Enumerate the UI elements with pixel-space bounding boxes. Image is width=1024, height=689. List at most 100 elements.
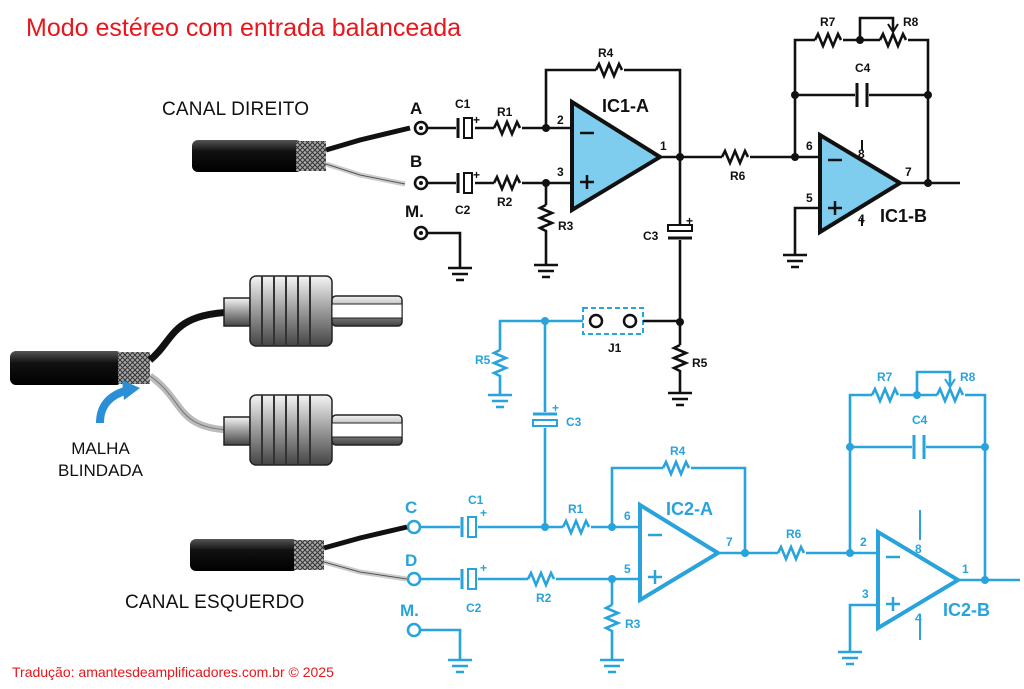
terminal-c <box>406 519 422 535</box>
bottom-resistor-r8 <box>935 385 965 405</box>
ic2-b-pin-1: 1 <box>962 562 969 576</box>
top-circuit <box>192 16 960 407</box>
bottom-resistor-r5 <box>490 348 510 395</box>
bottom-r6-label: R6 <box>786 527 802 541</box>
bottom-capacitor-c3 <box>532 412 558 427</box>
ic1-a-opamp <box>570 98 664 214</box>
top-resistor-r3 <box>536 203 556 265</box>
jumper-j1[interactable] <box>582 307 680 335</box>
top-c2-label: C2 <box>455 203 471 217</box>
bottom-r8-label: R8 <box>960 370 976 384</box>
terminal-d-label: D <box>405 551 417 570</box>
shield-label-line1: MALHA <box>71 439 130 458</box>
terminal-m-bottom <box>406 622 422 638</box>
top-capacitor-c3 <box>667 224 693 240</box>
top-r6-label: R6 <box>730 169 746 183</box>
top-c3-plus: + <box>686 214 693 228</box>
bottom-resistor-r7 <box>870 385 900 405</box>
top-capacitor-c1 <box>456 117 473 139</box>
top-r3-label: R3 <box>558 219 574 233</box>
top-r7-label: R7 <box>820 15 836 29</box>
bottom-capacitor-c1 <box>460 516 477 538</box>
terminal-c-label: C <box>405 498 417 517</box>
translation-credit: Tradução: amantesdeamplificadores.com.br… <box>12 664 334 680</box>
ic1-b-pin-6: 6 <box>806 139 813 153</box>
ic1-b-pin-7: 7 <box>905 165 912 179</box>
shield-label-line2: BLINDADA <box>58 461 144 480</box>
top-resistor-r5 <box>670 343 690 393</box>
bottom-capacitor-c2 <box>460 568 477 590</box>
bottom-resistor-r2 <box>526 569 556 589</box>
ic1-b-pin-5: 5 <box>806 191 813 205</box>
bottom-c1-plus: + <box>480 506 487 520</box>
bottom-r3-label: R3 <box>625 617 641 631</box>
ic2-b-pin-2: 2 <box>860 535 867 549</box>
top-r8-label: R8 <box>903 15 919 29</box>
bottom-c2-plus: + <box>480 561 487 575</box>
bottom-resistor-r3 <box>602 603 622 660</box>
terminal-m-top-label: M. <box>405 202 424 221</box>
ic2-b-pin-4: 4 <box>915 611 922 625</box>
terminal-a-label: A <box>410 99 422 118</box>
bottom-r1-label: R1 <box>568 502 584 516</box>
top-c1-label: C1 <box>455 97 471 111</box>
bottom-terminals <box>406 519 422 638</box>
top-resistor-r1 <box>492 118 522 138</box>
rca-cable-assembly <box>10 275 403 466</box>
bottom-ground-r5 <box>488 393 512 409</box>
terminal-d <box>406 571 422 587</box>
left-channel-cable <box>190 524 408 582</box>
top-r4-label: R4 <box>598 46 614 60</box>
shield-label: MALHA BLINDADA <box>58 438 143 482</box>
rca-plug-top <box>223 275 403 347</box>
ic2-a-label: IC2-A <box>666 499 713 519</box>
bottom-resistor-r4 <box>661 458 691 478</box>
top-ground-m <box>448 266 472 282</box>
top-c1-plus: + <box>473 113 480 127</box>
bottom-c2-label: C2 <box>466 601 482 615</box>
ic1-a-pin-2: 2 <box>557 113 564 127</box>
bottom-r4-label: R4 <box>670 444 686 458</box>
top-capacitor-c2 <box>456 172 473 194</box>
top-ground-r3 <box>534 263 558 279</box>
ic1-b-pin-4: 4 <box>858 212 865 226</box>
top-c2-plus: + <box>473 168 480 182</box>
top-capacitor-c4 <box>855 83 869 107</box>
ic2-a-pin-7: 7 <box>726 535 733 549</box>
page-title: Modo estéreo com entrada balanceada <box>26 14 462 42</box>
ic1-a-pin-1: 1 <box>660 139 667 153</box>
bottom-r5-label: R5 <box>475 353 491 367</box>
ic1-b-pin-8: 8 <box>858 147 865 161</box>
bottom-trim-wiper <box>915 370 952 395</box>
ic1-a-pin-3: 3 <box>557 165 564 179</box>
bottom-resistor-r6 <box>776 543 806 563</box>
bottom-r2-label: R2 <box>536 591 552 605</box>
bottom-c1-label: C1 <box>468 493 484 507</box>
rca-plug-bottom <box>223 394 403 466</box>
ic2-b-label: IC2-B <box>943 600 990 620</box>
ic1-a-label: IC1-A <box>602 96 649 116</box>
bottom-r7-label: R7 <box>877 370 893 384</box>
top-resistor-r7 <box>813 30 843 50</box>
ic2-b-pin-8: 8 <box>915 542 922 556</box>
bottom-ground-ic2b <box>838 650 862 666</box>
bottom-ground-m <box>448 658 472 674</box>
top-r1-label: R1 <box>497 105 513 119</box>
ic2-a-pin-6: 6 <box>624 509 631 523</box>
top-c4-label: C4 <box>855 61 871 75</box>
ic1-b-label: IC1-B <box>880 206 927 226</box>
top-r5-label: R5 <box>692 356 708 370</box>
top-ground-ic1b <box>783 253 807 269</box>
left-channel-label: CANAL ESQUERDO <box>125 592 305 613</box>
bottom-c3-label: C3 <box>566 415 582 429</box>
terminal-m-bottom-label: M. <box>400 601 419 620</box>
top-resistor-r2 <box>492 173 522 193</box>
top-trim-wiper <box>858 16 895 40</box>
bottom-circuit <box>420 317 1020 674</box>
right-channel-cable <box>192 125 411 187</box>
right-channel-label: CANAL DIREITO <box>162 99 310 120</box>
ic2-b-pin-3: 3 <box>862 587 869 601</box>
top-ground-r5 <box>668 391 692 407</box>
